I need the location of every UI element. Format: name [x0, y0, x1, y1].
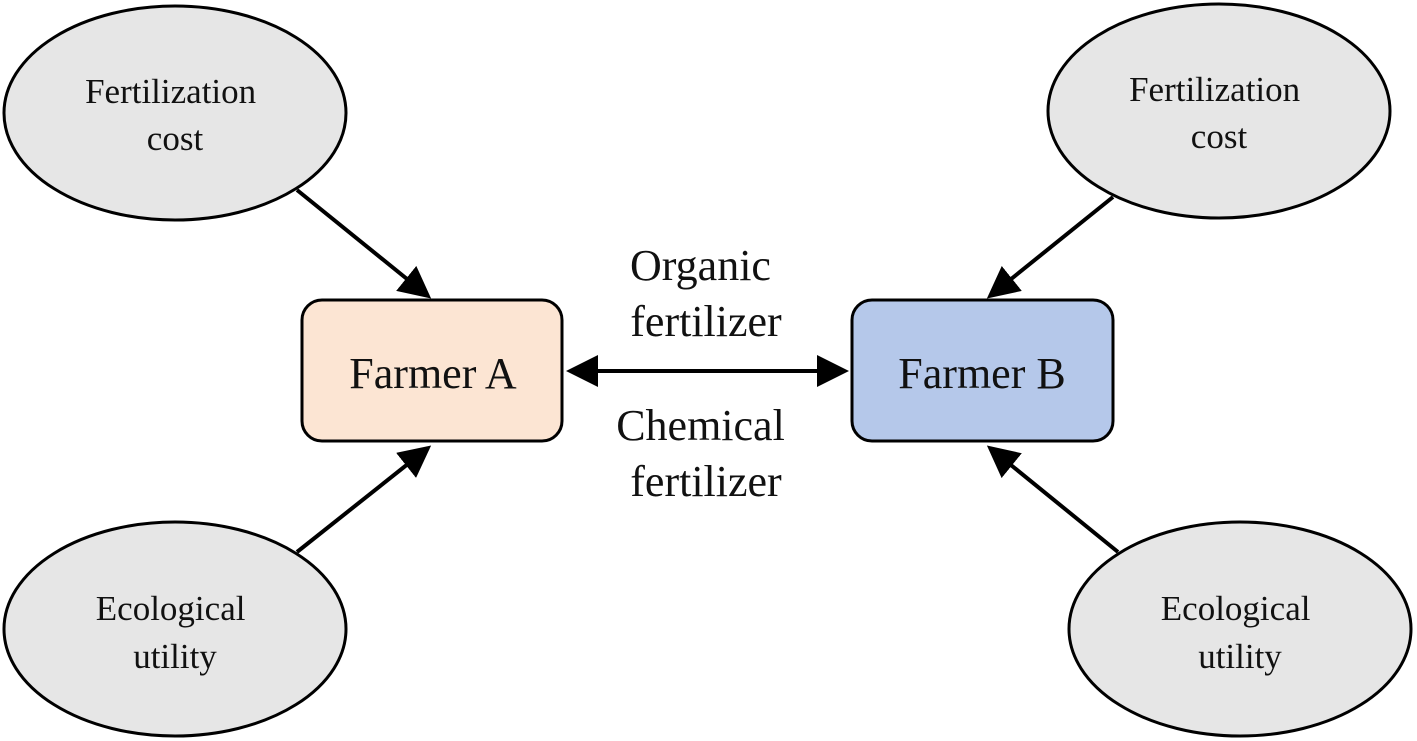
chemical-label-line1: Chemical	[616, 401, 785, 450]
farmer-b-box	[850, 298, 1115, 443]
farmer-b-label: Farmer B	[898, 349, 1065, 398]
ecological-utility-b-ellipse	[1067, 520, 1413, 738]
ecological-utility-a-label: Ecological utility	[96, 589, 254, 676]
chemical-label-line2: fertilizer	[630, 457, 782, 506]
fertilization-cost-a-ellipse	[2, 4, 348, 222]
fertilization-cost-b-line1: Fertilization	[1129, 70, 1300, 109]
fertilization-cost-b-ellipse	[1046, 2, 1392, 220]
ecological-utility-a-line1: Ecological	[96, 589, 246, 628]
node-farmer-b: Farmer B	[850, 298, 1115, 443]
node-ecological-utility-b: Ecological utility	[1067, 520, 1413, 738]
node-fertilization-cost-a: Fertilization cost	[2, 4, 348, 222]
fertilization-cost-a-line2: cost	[147, 119, 204, 158]
farmer-a-box	[300, 298, 564, 443]
edge-cost-b-to-farmer-b	[986, 195, 1115, 299]
edge-cost-a-to-farmer-a	[295, 188, 432, 299]
ecological-utility-a-ellipse	[2, 520, 348, 738]
edge-eco-b-to-farmer-b	[986, 445, 1120, 554]
fertilization-cost-a-line1: Fertilization	[85, 72, 256, 111]
fertilization-cost-b-label: Fertilization cost	[1129, 70, 1309, 156]
organic-label-line1: Organic	[630, 241, 771, 290]
ecological-utility-b-line2: utility	[1198, 637, 1282, 676]
edge-eco-a-to-farmer-a	[295, 445, 432, 554]
ecological-utility-b-label: Ecological utility	[1161, 589, 1319, 676]
organic-label-line2: fertilizer	[630, 297, 782, 346]
fertilization-cost-b-line2: cost	[1191, 117, 1248, 156]
ecological-utility-a-line2: utility	[133, 637, 217, 676]
farmer-a-label: Farmer A	[349, 349, 517, 398]
chemical-fertilizer-label: Chemical fertilizer	[616, 401, 796, 506]
fertilization-cost-a-label: Fertilization cost	[85, 72, 265, 158]
ecological-utility-b-line1: Ecological	[1161, 589, 1311, 628]
node-fertilization-cost-b: Fertilization cost	[1046, 2, 1392, 220]
organic-fertilizer-label: Organic fertilizer	[630, 241, 782, 346]
node-farmer-a: Farmer A	[300, 298, 564, 443]
node-ecological-utility-a: Ecological utility	[2, 520, 348, 738]
